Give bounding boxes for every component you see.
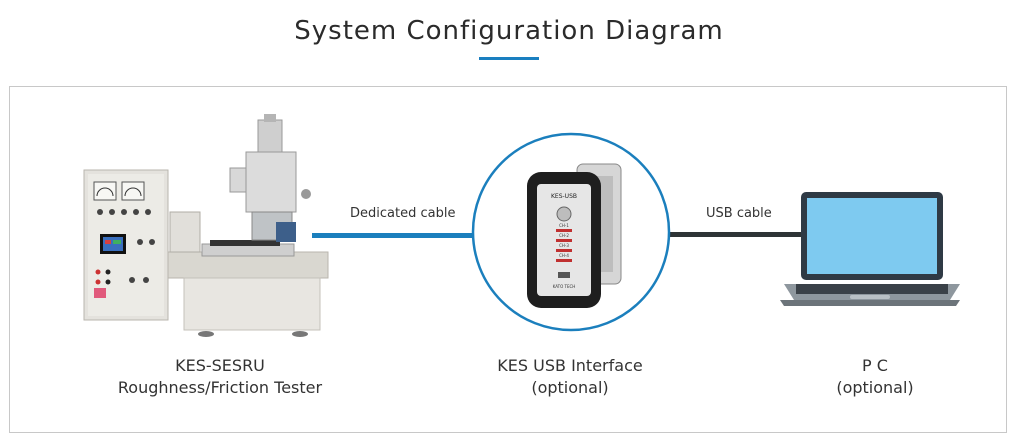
laptop-image — [780, 192, 960, 306]
dedicated-cable — [312, 233, 477, 238]
diagram-title: System Configuration Diagram — [294, 16, 724, 46]
interface-image: KES-USB CH-1 CH-2 CH-3 CH-4 KATO TECH — [471, 132, 671, 332]
tester-caption: KES-SESRU Roughness/Friction Tester — [100, 355, 340, 399]
title-underline — [479, 57, 539, 60]
usb-cable — [670, 232, 805, 237]
interface-maker-text: KATO TECH — [553, 284, 576, 289]
tester-image — [83, 114, 329, 337]
interface-ch4-text: CH-4 — [559, 253, 569, 258]
tester-name: KES-SESRU — [175, 356, 265, 375]
interface-ch2-text: CH-2 — [559, 233, 569, 238]
diagram-frame — [9, 86, 1007, 433]
interface-optional: (optional) — [531, 378, 609, 397]
pc-optional: (optional) — [836, 378, 914, 397]
interface-ch3-text: CH-3 — [559, 243, 569, 248]
tester-description: Roughness/Friction Tester — [117, 378, 323, 397]
interface-brand-text: KES-USB — [551, 193, 577, 200]
usb-cable-label: USB cable — [706, 206, 772, 221]
interface-ch1-text: CH-1 — [559, 223, 569, 228]
usb-port-icon — [558, 272, 570, 278]
interface-name: KES USB Interface — [497, 356, 643, 375]
pc-caption: P C (optional) — [770, 355, 980, 399]
dedicated-cable-label: Dedicated cable — [350, 206, 456, 221]
interface-caption: KES USB Interface (optional) — [460, 355, 680, 399]
pc-name: P C — [862, 356, 888, 375]
